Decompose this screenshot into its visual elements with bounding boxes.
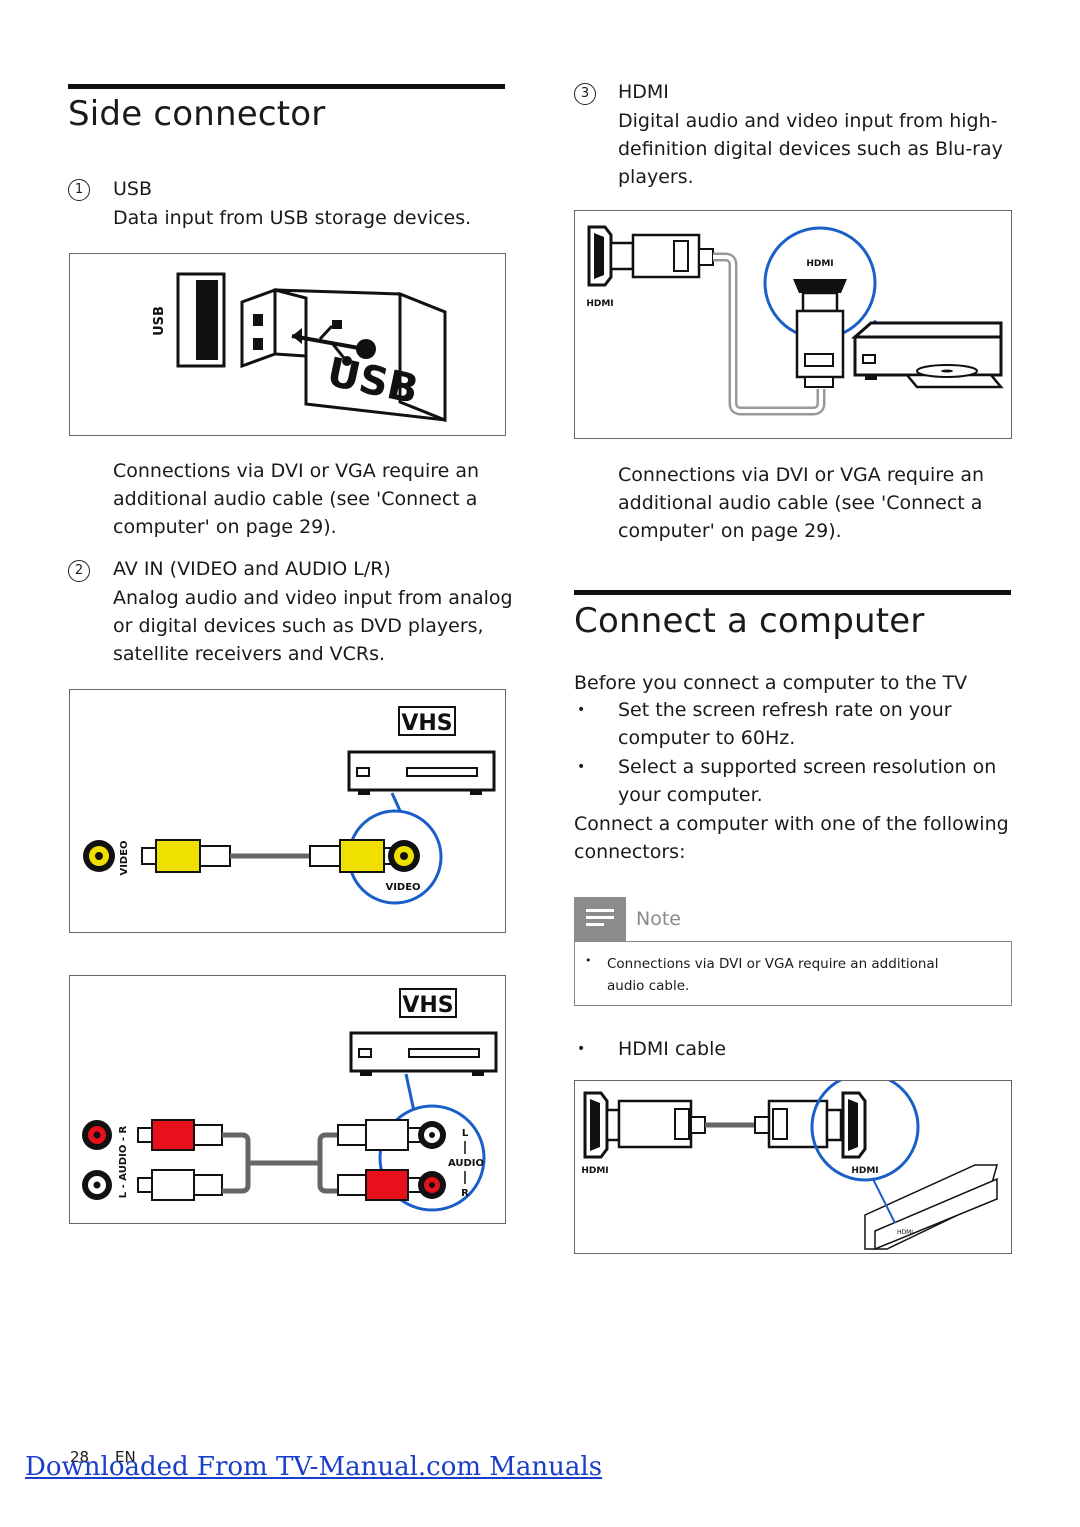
dvi-note-right-line-1: Connections via DVI or VGA require an [618, 464, 985, 486]
pc-left-hdmi-label: HDMI [581, 1166, 608, 1176]
dvi-note-right-line-2: additional audio cable (see 'Connect a [618, 492, 983, 514]
note-bullet-dot: • [585, 954, 592, 967]
usb-port-label: USB [152, 306, 167, 336]
bullet-1-line-2: computer to 60Hz. [618, 727, 796, 749]
bullet-2-line-1: Select a supported screen resolution on [618, 756, 997, 778]
item-heading-usb: USB [113, 178, 153, 200]
item-text-av-in-3: satellite receivers and VCRs. [113, 643, 386, 665]
item-number-2: 2 [68, 560, 90, 582]
hdmi-figure: HDMI HDMI [574, 210, 1012, 439]
page-number: 28 [70, 1448, 90, 1466]
dvi-note-left-line-3: computer' on page 29). [113, 516, 337, 538]
download-source-link[interactable]: Downloaded From TV-Manual.com Manuals [25, 1452, 603, 1482]
video-port-label: VIDEO [119, 840, 130, 875]
page-language: EN [115, 1448, 136, 1466]
audio-callout-l: L [462, 1128, 469, 1139]
item-text-hdmi-1: Digital audio and video input from high- [618, 110, 998, 132]
dvi-note-left-line-2: additional audio cable (see 'Connect a [113, 488, 478, 510]
dvi-note-left-line-1: Connections via DVI or VGA require an [113, 460, 480, 482]
item-number-1: 1 [68, 179, 90, 201]
item-text-usb: Data input from USB storage devices. [113, 207, 472, 229]
item-text-hdmi-2: definition digital devices such as Blu-r… [618, 138, 1003, 160]
hdmi-port-label: HDMI [586, 299, 613, 309]
usb-figure: USB USB [69, 253, 506, 436]
connect-with-line-2: connectors: [574, 841, 686, 863]
dvi-note-right-line-3: computer' on page 29). [618, 520, 842, 542]
vhs-logo-video: VHS [401, 711, 452, 736]
laptop-hdmi-label: HDMI [897, 1229, 913, 1236]
hdmi-cable-bullet: HDMI cable [618, 1038, 727, 1060]
bullet-dot-hdmi-cable: • [577, 1041, 586, 1057]
audio-callout-audio: AUDIO [448, 1158, 484, 1169]
before-connect-heading: Before you connect a computer to the TV [574, 672, 968, 694]
note-text-line-2: audio cable. [607, 978, 690, 994]
hdmi-callout-label: HDMI [806, 259, 833, 269]
pc-right-hdmi-label: HDMI [851, 1166, 878, 1176]
audio-port-label: L - AUDIO - R [118, 1126, 129, 1199]
item-number-3: 3 [574, 83, 596, 105]
video-callout-label: VIDEO [385, 882, 420, 893]
section-rule-right [574, 590, 1011, 595]
section-title-side-connector: Side connector [68, 94, 326, 134]
note-label: Note [636, 908, 681, 930]
pc-hdmi-figure: HDMI HDMI HDMI [574, 1080, 1012, 1254]
bullet-dot-2: • [577, 759, 586, 775]
video-figure: VHS VIDEO VIDEO [69, 689, 506, 933]
item-heading-hdmi: HDMI [618, 81, 669, 103]
vhs-logo-audio: VHS [402, 993, 453, 1018]
note-box: • Connections via DVI or VGA require an … [574, 941, 1012, 1006]
connect-with-line-1: Connect a computer with one of the follo… [574, 813, 1009, 835]
note-text-line-1: Connections via DVI or VGA require an ad… [607, 956, 939, 972]
section-title-connect-computer: Connect a computer [574, 601, 925, 641]
audio-callout-r: R [461, 1188, 469, 1199]
bullet-dot-1: • [577, 702, 586, 718]
audio-figure: VHS L - AUDIO - R L [69, 975, 506, 1224]
item-heading-av-in: AV IN (VIDEO and AUDIO L/R) [113, 558, 391, 580]
item-text-av-in-1: Analog audio and video input from analog [113, 587, 513, 609]
item-text-hdmi-3: players. [618, 166, 694, 188]
bullet-1-line-1: Set the screen refresh rate on your [618, 699, 952, 721]
note-icon [574, 897, 626, 941]
item-text-av-in-2: or digital devices such as DVD players, [113, 615, 484, 637]
section-rule-left [68, 84, 505, 89]
bullet-2-line-2: your computer. [618, 784, 763, 806]
